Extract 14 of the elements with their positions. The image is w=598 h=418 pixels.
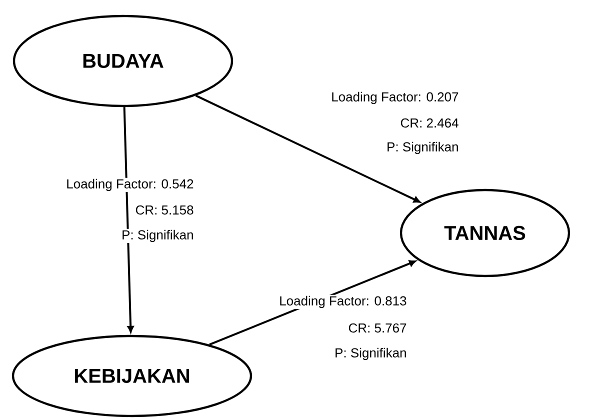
arrow (195, 94, 420, 203)
statistic-text: CR: 5.767 (347, 322, 408, 334)
statistic-text: P: Signifikan (120, 228, 195, 244)
edge-label: Loading Factor: 0.207 (330, 90, 460, 106)
edge-label: Loading Factor: 0.813 (278, 294, 408, 310)
statistic-text: CR: 2.464 (399, 117, 460, 129)
statistic-text: P: Signifikan (334, 346, 408, 362)
edge-label: Loading Factor: 0.542 (65, 178, 195, 192)
arrow (123, 107, 134, 333)
ellipse-node: KEBIJAKAN (12, 334, 252, 418)
statistic-text: P: Signifikan (386, 140, 460, 156)
ellipse-node: BUDAYA (12, 14, 234, 108)
ellipse-node: TANNAS (400, 188, 570, 278)
statistic-text: CR: 5.158 (134, 204, 195, 216)
